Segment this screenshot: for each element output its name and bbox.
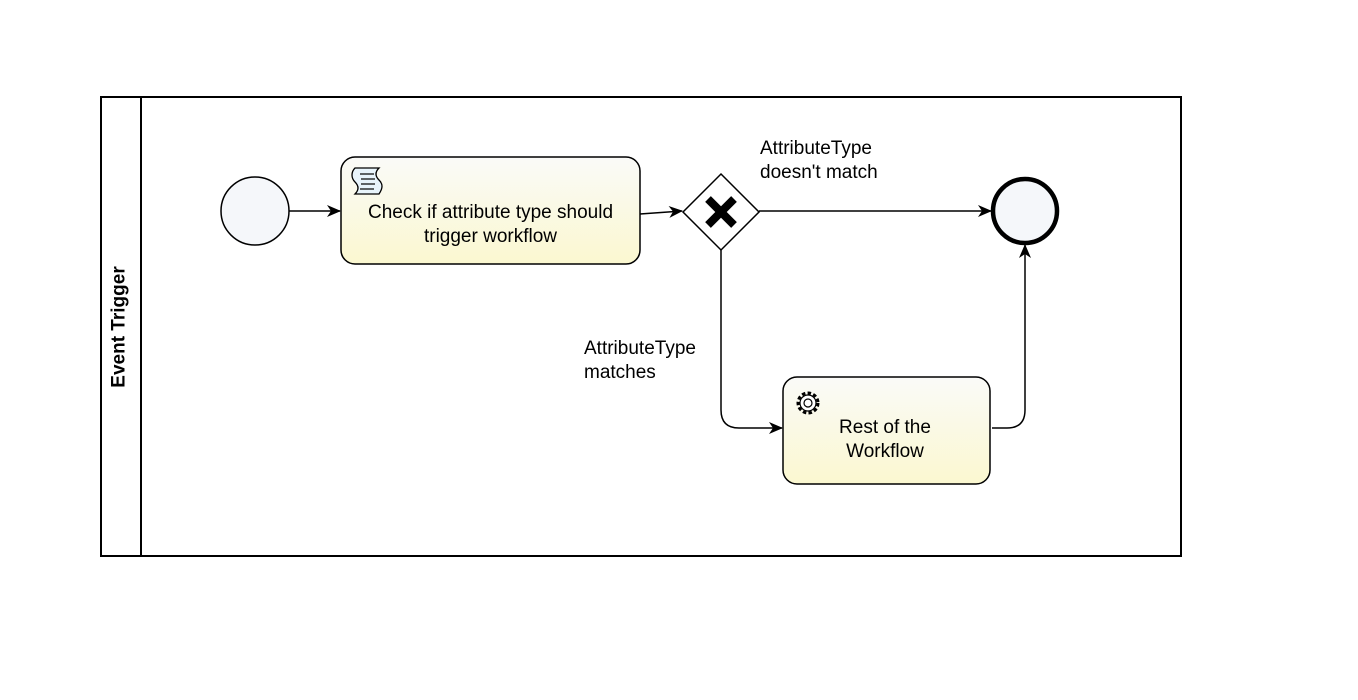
gear-icon: [796, 391, 820, 415]
pool-label-text: Event Trigger: [109, 265, 131, 388]
task-rest-label-box: Rest of the Workflow: [820, 412, 950, 472]
task-rest-of-workflow[interactable]: [782, 376, 991, 485]
script-icon: [351, 167, 383, 195]
pool: [100, 96, 1182, 557]
x-marker-icon: [705, 196, 737, 228]
task-check-attribute[interactable]: [340, 156, 641, 265]
task-rest-label: Rest of the Workflow: [839, 417, 931, 462]
pool-label: Event Trigger: [100, 97, 140, 556]
start-event[interactable]: [220, 176, 290, 246]
flow-label-match: AttributeType matches: [584, 338, 696, 383]
flow-rest-to-end[interactable]: [992, 244, 1031, 429]
flow-label-no-match: AttributeType doesn't match: [760, 138, 878, 183]
flow-gateway-to-rest[interactable]: [720, 250, 783, 434]
end-event[interactable]: [990, 176, 1060, 246]
flow-check-to-gateway[interactable]: [639, 205, 683, 218]
task-check-label-box: Check if attribute type should trigger w…: [343, 197, 638, 253]
task-check-label: Check if attribute type should trigger w…: [367, 202, 614, 247]
